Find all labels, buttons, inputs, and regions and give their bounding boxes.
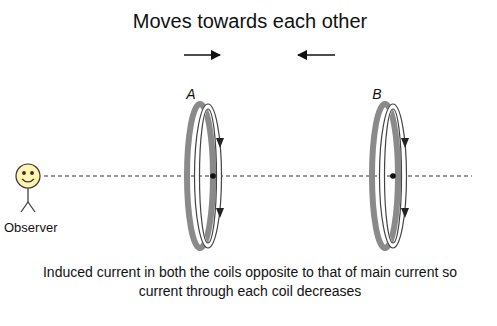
- part-name: B: [372, 86, 381, 102]
- center-dot: [390, 173, 396, 179]
- coil: [187, 104, 224, 248]
- motion-arrow: [184, 54, 220, 56]
- observer-figure: [16, 164, 40, 212]
- motion-arrow: [298, 54, 335, 56]
- axis-line: [44, 176, 472, 177]
- caption: Induced current in both the coils opposi…: [35, 263, 465, 301]
- coil: [372, 104, 409, 248]
- part-name: A: [186, 86, 195, 102]
- center-dot: [210, 173, 216, 179]
- title: Moves towards each other: [133, 10, 368, 33]
- figure-label: Observer: [4, 220, 57, 235]
